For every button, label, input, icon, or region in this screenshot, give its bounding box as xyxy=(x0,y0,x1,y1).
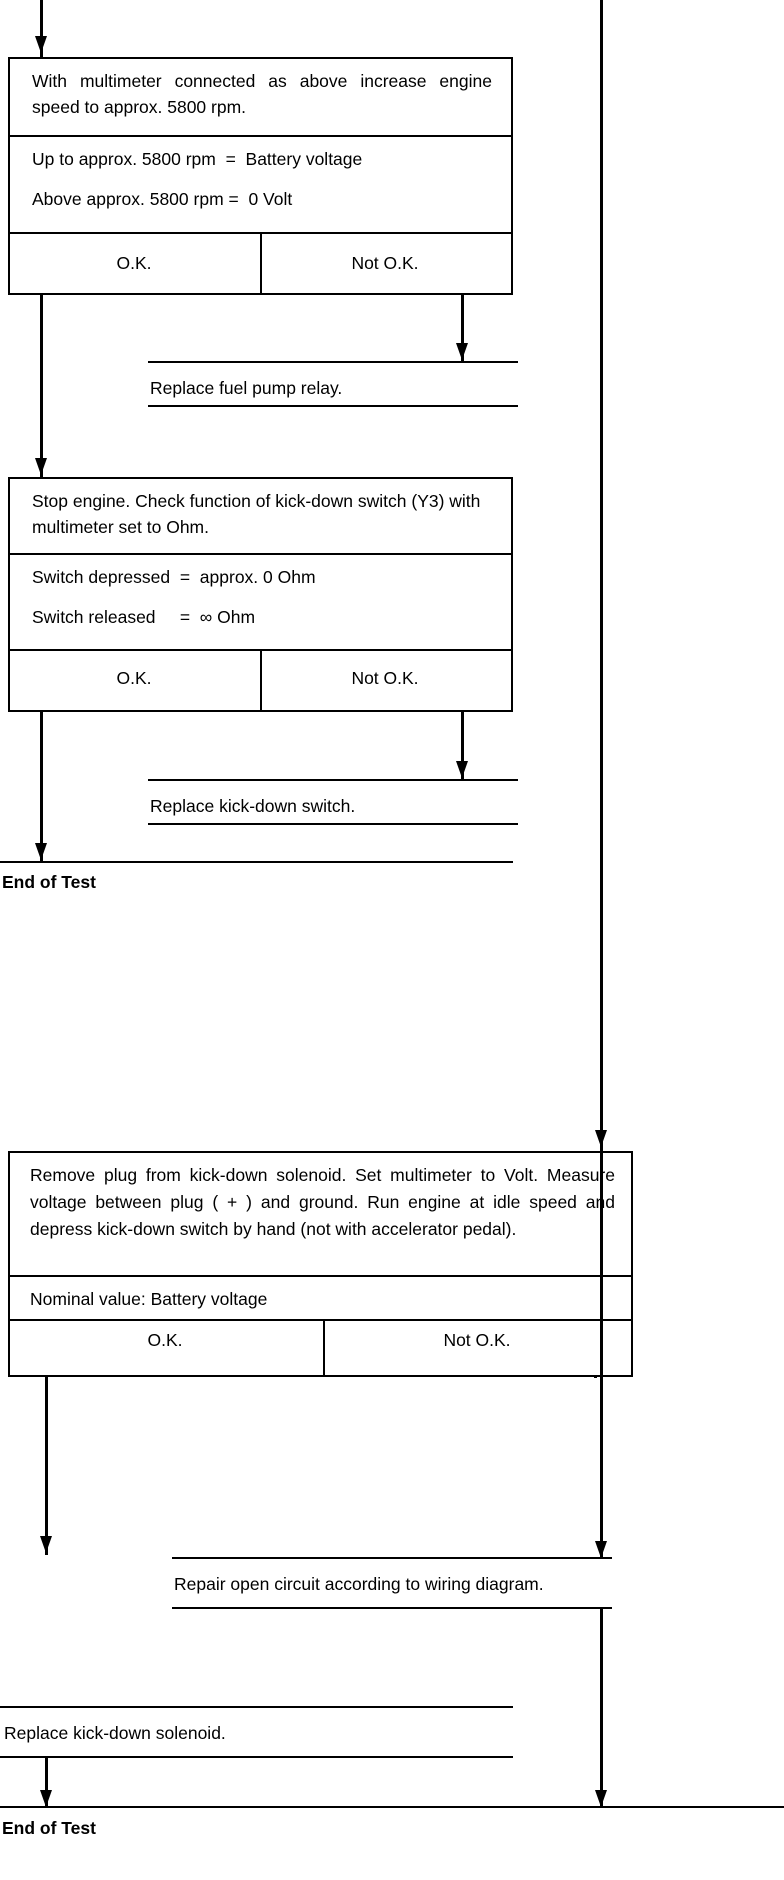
test2-ok-branch-line xyxy=(40,712,43,862)
test2-ok-branch-arrowhead xyxy=(35,843,47,860)
test3-instruction: Remove plug from kick-down solenoid. Set… xyxy=(30,1165,615,1239)
test3-ok-branch-line xyxy=(45,1377,48,1555)
right-bus-line-top xyxy=(600,0,603,1150)
test2-notok-branch-line xyxy=(461,712,464,780)
test1-result-not-ok[interactable]: Not O.K. xyxy=(351,253,419,273)
test1-ok-branch-arrowhead xyxy=(35,458,47,475)
test-box-3 xyxy=(8,1151,633,1377)
action-bar-replace-kick-down-switch xyxy=(148,779,518,825)
test2-divider-1 xyxy=(10,553,511,555)
test2-instruction: Stop engine. Check function of kick-down… xyxy=(32,491,481,537)
test1-divider-1 xyxy=(10,135,511,137)
test3-ok-branch-arrowhead xyxy=(40,1536,52,1553)
test-box-1 xyxy=(8,57,513,295)
test3-divider-2 xyxy=(10,1319,631,1321)
end-of-test-2-label: End of Test xyxy=(2,1818,96,1838)
right-bus-arrowhead-lower xyxy=(595,1790,607,1807)
right-bus-line-mid xyxy=(600,1150,603,1558)
test-box-2 xyxy=(8,477,513,712)
test2-notok-branch-arrowhead xyxy=(456,761,468,778)
inflow-arrowhead-test1 xyxy=(35,36,47,53)
end-of-test-1-label: End of Test xyxy=(2,872,96,892)
test1-spec-2: Above approx. 5800 rpm = 0 Volt xyxy=(32,189,293,209)
action1-text: Replace fuel pump relay. xyxy=(150,378,343,398)
test3-notok-branch-line xyxy=(594,1377,597,1378)
right-bus-arrowhead-top xyxy=(595,1130,607,1147)
action-bar-repair-open-circuit xyxy=(172,1557,612,1609)
test2-result-not-ok[interactable]: Not O.K. xyxy=(351,668,419,688)
test2-spec-1: Switch depressed = approx. 0 Ohm xyxy=(32,567,316,587)
right-bus-arrowhead-mid xyxy=(595,1541,607,1558)
test2-spec-2: Switch released = ∞ Ohm xyxy=(32,607,256,627)
action4-text: Replace kick-down solenoid. xyxy=(4,1723,226,1743)
left-final-arrowhead xyxy=(40,1790,52,1807)
action2-text: Replace kick-down switch. xyxy=(150,796,356,816)
action-bar-replace-fuel-pump-relay xyxy=(148,361,518,407)
test3-nominal-value: Nominal value: Battery voltage xyxy=(30,1289,268,1309)
test2-result-ok[interactable]: O.K. xyxy=(116,668,152,688)
test1-result-ok[interactable]: O.K. xyxy=(116,253,152,273)
inflow-line-test1 xyxy=(40,0,43,58)
test1-ok-branch-line xyxy=(40,295,43,477)
end-of-test-1-rule xyxy=(0,861,513,863)
test3-result-not-ok[interactable]: Not O.K. xyxy=(443,1330,511,1350)
test3-decision-divider xyxy=(323,1319,325,1377)
test1-decision-divider xyxy=(260,232,262,293)
test2-decision-divider xyxy=(260,649,262,710)
test3-result-ok[interactable]: O.K. xyxy=(147,1330,183,1350)
action-bar-replace-kick-down-solenoid xyxy=(0,1706,513,1758)
test1-notok-branch-line xyxy=(461,295,464,362)
test3-divider-1 xyxy=(10,1275,631,1277)
left-final-line xyxy=(45,1756,48,1808)
right-bus-line-lower xyxy=(600,1607,603,1807)
test1-instruction: With multimeter connected as above incre… xyxy=(32,71,492,117)
test1-spec-1: Up to approx. 5800 rpm = Battery voltage xyxy=(32,149,363,169)
action3-text: Repair open circuit according to wiring … xyxy=(174,1574,544,1594)
end-of-test-2-rule xyxy=(0,1806,784,1808)
test1-notok-branch-arrowhead xyxy=(456,343,468,360)
